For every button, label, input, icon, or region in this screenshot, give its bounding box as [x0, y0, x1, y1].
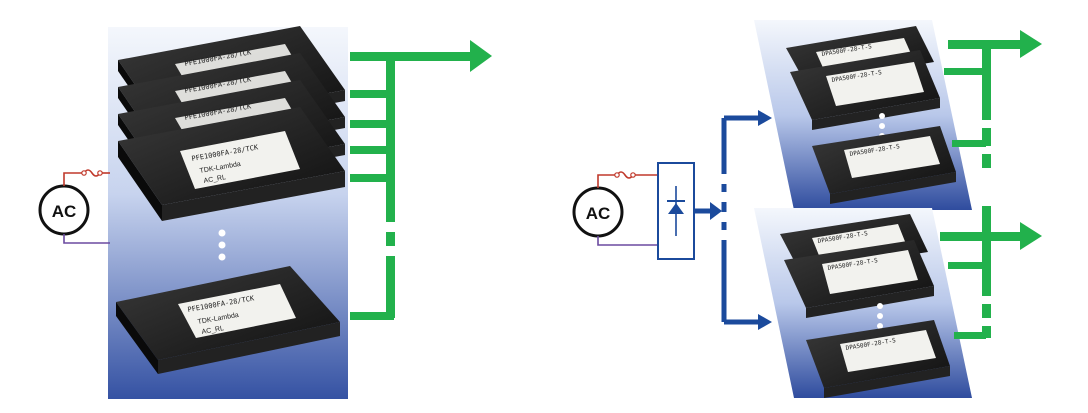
output-arrow-icon — [1020, 222, 1042, 250]
ac-live-wire-left — [63, 172, 84, 186]
ellipsis-dots-left — [218, 229, 226, 261]
power-module: DPA500F-28-T-S — [812, 126, 956, 204]
output-bus-right-bottom — [940, 206, 1042, 339]
power-module: DPA500F-28-T-S — [784, 240, 934, 318]
bus-arrow-icon — [710, 202, 722, 220]
power-module-front: PFE1000FA-28/TCK TDK-Lambda AC_RL — [118, 107, 345, 221]
ac-source-icon: AC — [572, 186, 624, 238]
fuse-icon — [81, 169, 103, 177]
output-bus-left — [350, 40, 492, 320]
intermediate-bus — [694, 115, 760, 325]
ac-source-label-left: AC — [52, 202, 77, 221]
ac-source-icon: AC — [38, 184, 90, 236]
ac-neutral-wire-right — [597, 236, 658, 246]
bus-arrow-icon — [758, 314, 772, 330]
fuse-icon — [614, 171, 636, 179]
right-diagram: AC — [572, 20, 1042, 398]
output-arrow-icon — [1020, 30, 1042, 58]
power-module: DPA500F-28-T-S — [790, 50, 940, 130]
module-origin: AC_RL — [201, 325, 225, 336]
ac-neutral-wire-left — [63, 234, 110, 244]
ac-source-label-right: AC — [586, 204, 611, 223]
module-group-top: DPA500F-28-T-S DPA500F-28-T-S DPA500F-28… — [786, 26, 956, 204]
output-bus-right-top — [944, 30, 1042, 168]
left-diagram: AC PFE1000FA-28/TCK PFE1 — [38, 26, 492, 399]
power-module: DPA500F-28-T-S — [806, 320, 950, 398]
output-arrow-icon — [470, 40, 492, 72]
rectifier-diode-icon — [657, 162, 695, 260]
bus-arrow-icon — [758, 110, 772, 126]
bus-arrows — [710, 110, 772, 330]
power-module-bottom: PFE1000FA-28/TCK TDK-Lambda AC_RL — [116, 266, 340, 374]
ac-live-wire-right — [597, 174, 617, 188]
module-origin: AC_RL — [203, 174, 227, 185]
ellipsis-dots-right-bottom — [877, 303, 883, 329]
module-stack-left: PFE1000FA-28/TCK PFE1000FA-28/TCK PFE100… — [118, 26, 345, 221]
module-group-bottom: DPA500F-28-T-S DPA500F-28-T-S DPA500F-28… — [780, 214, 950, 398]
